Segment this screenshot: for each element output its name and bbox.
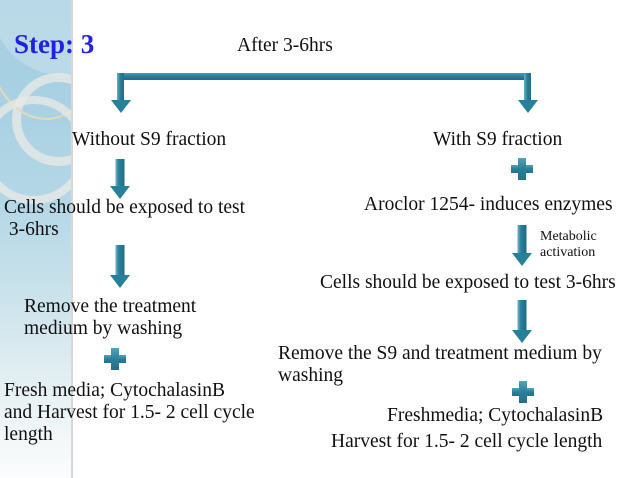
after-duration-label: After 3-6hrs <box>237 35 333 56</box>
plus-icon <box>512 381 534 403</box>
right-step-5: Harvest for 1.5- 2 cell cycle length <box>331 431 603 452</box>
decorative-ring-grey-lower <box>0 96 71 204</box>
decorative-side-panel <box>0 0 71 478</box>
left-branch-heading: Without S9 fraction <box>72 129 227 150</box>
left-step-2: Remove the treatment medium by washing <box>24 296 197 340</box>
plus-icon <box>104 348 126 370</box>
right-step-3: Remove the S9 and treatment medium by wa… <box>278 343 602 387</box>
arrow-down-icon <box>106 159 134 199</box>
arrow-down-icon <box>508 300 536 344</box>
right-step-1: Aroclor 1254- induces enzymes <box>364 194 613 215</box>
branch-connector-rail <box>117 73 531 80</box>
metabolic-activation-annotation: Metabolic activation <box>540 229 597 260</box>
arrow-down-icon <box>517 100 538 114</box>
branch-stem-left <box>117 73 124 103</box>
right-step-2: Cells should be exposed to test 3-6hrs <box>320 272 616 293</box>
page-title: Step: 3 <box>14 29 95 59</box>
arrow-down-icon <box>110 100 131 114</box>
left-step-3: Fresh media; CytochalasinB and Harvest f… <box>4 380 255 446</box>
arrow-down-icon <box>508 225 536 267</box>
right-branch-heading: With S9 fraction <box>433 129 563 150</box>
right-step-4: Freshmedia; CytochalasinB <box>387 405 604 426</box>
branch-stem-right <box>524 73 531 103</box>
plus-icon <box>511 158 533 180</box>
arrow-down-icon <box>106 245 134 289</box>
panel-divider <box>71 0 73 478</box>
left-step-1: Cells should be exposed to test 3-6hrs <box>4 197 246 241</box>
